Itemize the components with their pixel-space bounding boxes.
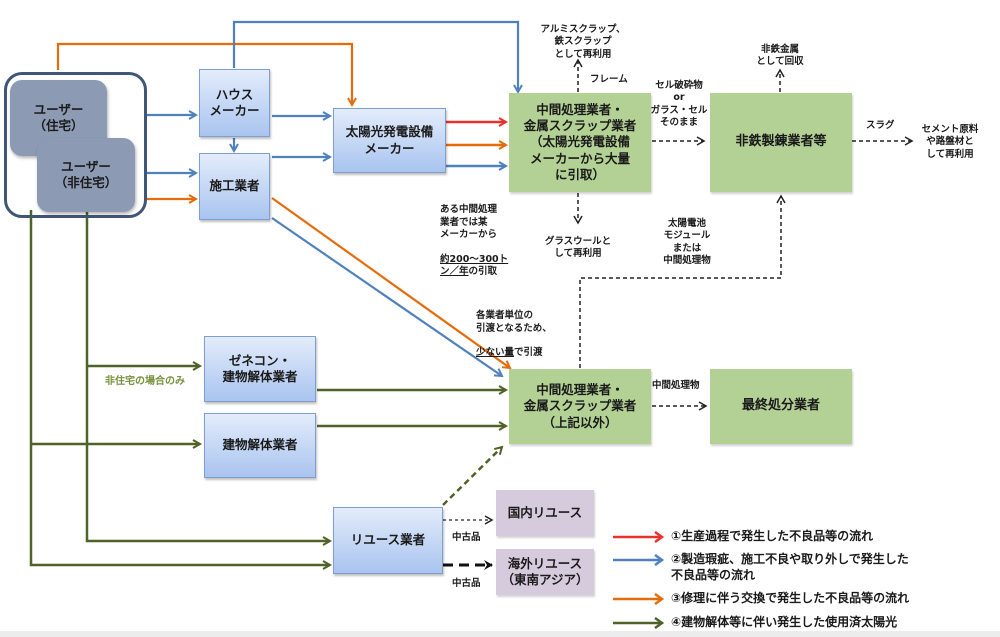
label-cell-fragments: セル破砕物 or ガラス・セル そのまま (650, 80, 708, 129)
node-reuse-dealer[interactable]: リユース業者 (333, 507, 443, 574)
node-general-contractor[interactable]: ゼネコン・ 建物解体業者 (204, 336, 316, 402)
arrow-dashed-module-to-smelter (579, 194, 786, 368)
node-overseas-reuse[interactable]: 海外リユース （東南アジア） (496, 549, 594, 595)
user-group-frame (4, 72, 147, 218)
node-nonferrous-smelter[interactable]: 非鉄製錬業者等 (710, 93, 852, 192)
label-small-note-3: で引渡 (514, 347, 543, 359)
label-frame: フレーム (590, 74, 628, 85)
arrow-blue-housemaker-to-intermediate (232, 20, 518, 92)
legend-text-red: ①生産過程で発生した不良品等の流れ (671, 529, 874, 543)
legend-arrow-orange-icon (613, 593, 665, 605)
arrow-orange-installer-to-intermediate-other (271, 197, 510, 368)
arrow-blue-installer-to-intermediate-other (271, 217, 502, 376)
label-nonferrous-recovery: 非鉄金属 として回収 (756, 44, 804, 68)
node-house-maker[interactable]: ハウス メーカー (199, 69, 270, 137)
legend-item-orange: ③修理に伴う交換で発生した不良品等の流れ (613, 590, 909, 606)
label-small-note-1: 各業者単位の 引渡となるため、 (476, 310, 552, 334)
label-slag: スラグ (866, 120, 895, 131)
arrow-green-dashed-reuse-to-intermediate (442, 447, 502, 506)
legend-text-green: ④建物解体等に伴い発生した使用済太陽光 (671, 615, 898, 629)
label-processed-material: 中間処理物 (652, 380, 700, 391)
legend-arrow-green-icon (613, 617, 665, 629)
label-nonresidential-only: 非住宅の場合のみ (105, 376, 185, 387)
node-intermediate-other[interactable]: 中間処理業者・ 金属スクラップ業者 （上記以外） (509, 369, 651, 444)
label-bulk-note-3: の引取 (468, 266, 498, 278)
arrow-orange-user-to-pvmaker (56, 42, 352, 105)
legend-item-green: ④建物解体等に伴い発生した使用済太陽光 (613, 614, 897, 630)
node-installer[interactable]: 施工業者 (199, 153, 270, 220)
bottom-border (0, 631, 1000, 637)
label-scrap-reuse: アルミスクラップ、 鉄スクラップ として再利用 (540, 24, 626, 60)
label-used-goods-domestic: 中古品 (452, 532, 481, 543)
node-pv-maker[interactable]: 太陽光発電設備 メーカー (333, 108, 446, 173)
label-module-or-processed: 太陽電池 モジュール または 中間処理物 (663, 218, 711, 267)
node-domestic-reuse[interactable]: 国内リユース (496, 490, 594, 536)
label-small-note-2: 少ない量 (476, 347, 515, 359)
label-cement-reuse: セメント原料 や路盤材と して再利用 (921, 124, 979, 160)
legend-item-blue: ②製造瑕疵、施工不良や取り外しで発生した 不良品等の流れ (613, 551, 909, 583)
label-bulk-note-2: 約200～300ト ン／年 (440, 253, 509, 278)
node-intermediate-bulk[interactable]: 中間処理業者・ 金属スクラップ業者 （太陽光発電設備 メーカーから大量 に引取） (509, 93, 651, 192)
label-small-note: 各業者単位の 引渡となるため、 少ない量で引渡 (476, 298, 576, 360)
legend-item-red: ①生産過程で発生した不良品等の流れ (613, 528, 873, 544)
node-final-disposal[interactable]: 最終処分業者 (710, 369, 852, 444)
label-used-goods-overseas: 中古品 (452, 578, 481, 589)
legend-text-orange: ③修理に伴う交換で発生した不良品等の流れ (671, 591, 910, 605)
legend-arrow-red-icon (613, 531, 665, 543)
label-bulk-note: ある中間処理 業者では某 メーカーから 約200～300ト ン／年の引取 (440, 192, 520, 278)
label-glass-wool: グラスウールと して再利用 (544, 236, 612, 260)
legend-arrow-blue-icon (613, 554, 665, 566)
line-green-user-res-trunk (29, 210, 330, 565)
label-bulk-note-1: ある中間処理 業者では某 メーカーから (440, 204, 498, 241)
node-user-nonresidential[interactable]: ユーザー （非住宅） (37, 138, 135, 212)
legend-text-blue: ②製造瑕疵、施工不良や取り外しで発生した 不良品等の流れ (671, 552, 909, 583)
node-demolition[interactable]: 建物解体業者 (204, 413, 316, 478)
line-green-user-nonres-trunk (85, 212, 330, 541)
